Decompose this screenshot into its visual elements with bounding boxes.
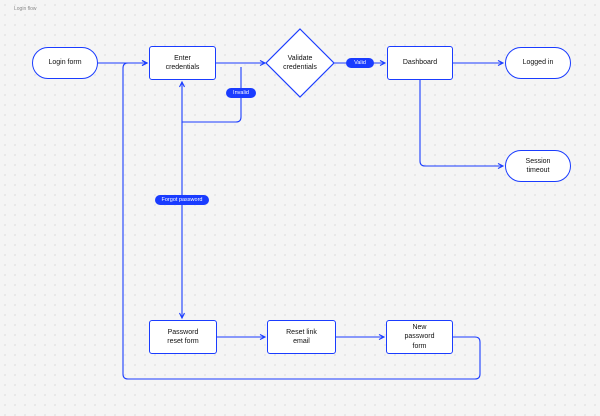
- node-new-password-form-label: New password form: [404, 323, 435, 350]
- edge-label-invalid: Invalid: [226, 88, 256, 98]
- edge-label-forgot-password: Forgot password: [155, 195, 209, 205]
- node-dashboard-label: Dashboard: [402, 59, 438, 67]
- edge-new-password-loop: [122, 60, 481, 380]
- node-login-form[interactable]: Login form: [32, 47, 98, 79]
- node-enter-credentials-label: Enter credentials: [165, 54, 200, 71]
- node-enter-credentials[interactable]: Enter credentials: [149, 46, 216, 80]
- decision-diamond-shape: [265, 28, 335, 98]
- node-session-timeout-label: Session timeout: [525, 157, 551, 174]
- frame-title: Login flow: [14, 6, 37, 12]
- node-login-form-label: Login form: [48, 59, 82, 67]
- edge-invalid-loop: [179, 67, 242, 123]
- node-password-reset-form-label: Password reset form: [167, 328, 199, 345]
- node-logged-in-label: Logged in: [522, 59, 554, 67]
- edge-dashboard-to-session-timeout: [419, 80, 505, 169]
- node-session-timeout[interactable]: Session timeout: [505, 150, 571, 182]
- node-dashboard[interactable]: Dashboard: [387, 46, 453, 80]
- node-reset-link-email[interactable]: Reset link email: [267, 320, 336, 354]
- node-password-reset-form[interactable]: Password reset form: [149, 320, 217, 354]
- node-validate-credentials[interactable]: Validate credentials: [283, 54, 317, 71]
- node-logged-in[interactable]: Logged in: [505, 47, 571, 79]
- edge-label-valid: Valid: [346, 58, 374, 68]
- node-new-password-form[interactable]: New password form: [386, 320, 453, 354]
- node-reset-link-email-label: Reset link email: [286, 328, 317, 345]
